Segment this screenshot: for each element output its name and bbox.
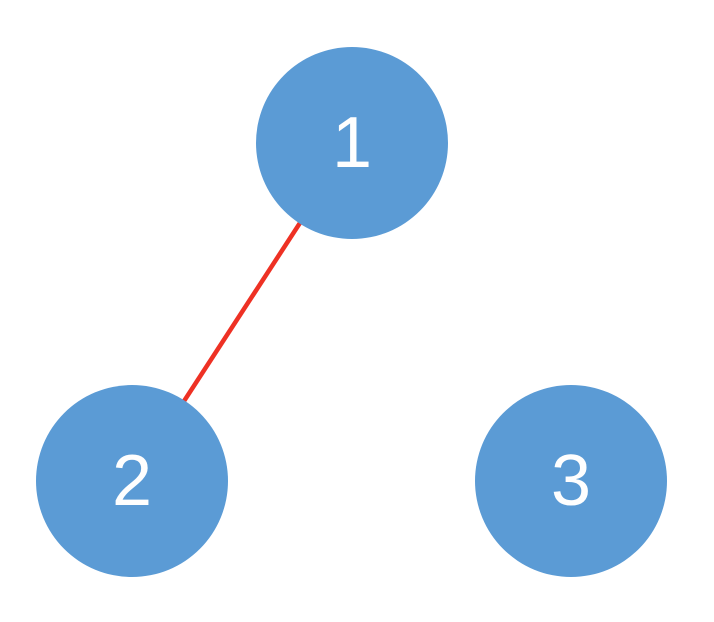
node-2-label: 2 [111,441,153,521]
node-3[interactable]: 3 [475,385,667,577]
node-3-label: 3 [550,441,592,521]
node-2[interactable]: 2 [36,385,228,577]
node-1[interactable]: 1 [256,47,448,239]
node-1-label: 1 [331,103,373,183]
